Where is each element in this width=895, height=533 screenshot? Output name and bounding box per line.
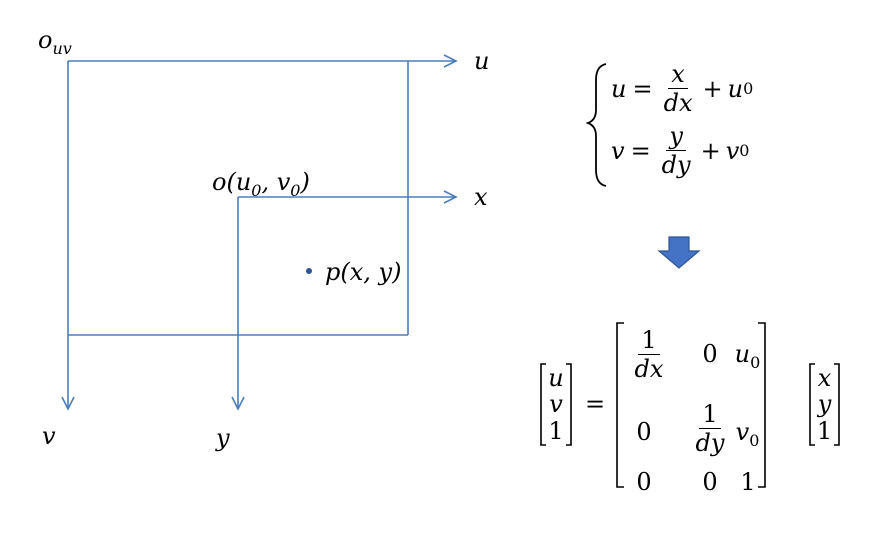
origin-xy-sub0: 0 [251, 181, 262, 200]
u-axis-arrowhead [443, 54, 458, 68]
eq-v-plus: + [700, 136, 721, 165]
origin-xy-mid: , v [261, 168, 291, 196]
m-r1c3: u0 [730, 342, 765, 371]
eq-v-lhs: v [611, 136, 625, 165]
matrix-bracket-left [616, 322, 624, 488]
eq-u-num: x [668, 62, 688, 89]
origin-xy-sub1: 0 [290, 181, 301, 200]
eq-u-u0: u [727, 74, 744, 103]
eq-u-equals: = [632, 74, 653, 103]
lhs-bracket-left [540, 363, 546, 446]
matrix-bracket-right [758, 322, 766, 488]
x-axis-label: x [474, 183, 488, 211]
lhs-1: 1 [548, 417, 564, 445]
m-r2c1: 0 [636, 418, 652, 446]
rhs-x: x [817, 364, 832, 392]
m-r1c1-num: 1 [638, 328, 660, 355]
rhs-bracket-left [809, 363, 815, 446]
m-r2c3-sub: 0 [749, 431, 760, 450]
v-axis-arrowhead [61, 396, 75, 411]
m-r3c1: 0 [636, 468, 652, 496]
system-brace [585, 63, 607, 187]
eq-u-u0-sub: 0 [743, 78, 754, 98]
down-arrow-icon [657, 236, 701, 269]
m-r2c2-den: dy [695, 429, 725, 457]
m-r2c3-base: v [735, 418, 750, 446]
lhs-u: u [548, 364, 564, 392]
x-axis-arrowhead [443, 190, 458, 204]
eq-u-lhs: u [611, 74, 627, 103]
origin-xy-label: o(u0, v0) [212, 170, 310, 199]
rhs-1: 1 [816, 417, 833, 445]
y-axis-label: y [216, 424, 230, 452]
lhs-bracket-right [566, 363, 572, 446]
m-r2c2-num: 1 [699, 402, 721, 429]
m-r3c2: 0 [702, 468, 718, 496]
m-r1c1-den: dx [634, 355, 664, 383]
u-axis-label: u [474, 47, 490, 75]
m-r2c3: v0 [730, 420, 765, 449]
origin-uv-base: o [38, 26, 53, 54]
origin-uv-sub: uv [52, 39, 72, 58]
eq-u-plus: + [702, 74, 723, 103]
eq-u-den: dx [663, 89, 693, 117]
origin-xy-end: ) [300, 168, 310, 196]
origin-xy-o: o(u [212, 168, 252, 196]
point-p-label: p(x, y) [325, 258, 402, 286]
origin-uv-label: ouv [38, 28, 72, 57]
matrix-equals: = [584, 390, 606, 418]
y-axis-arrowhead [231, 396, 245, 411]
eq-u-fraction: x dx [661, 62, 696, 115]
rhs-y: y [817, 390, 832, 418]
m-r1c3-sub: 0 [750, 353, 761, 372]
eq-v-den: dy [661, 151, 691, 179]
rhs-bracket-right [834, 363, 840, 446]
point-p-dot [306, 268, 312, 274]
m-r1c3-base: u [734, 340, 751, 368]
lhs-v: v [549, 390, 563, 418]
eq-v-v0-sub: 0 [739, 140, 750, 160]
eq-v-v0: v [725, 136, 740, 165]
v-axis-label: v [42, 422, 56, 450]
eq-v-equals: = [630, 136, 651, 165]
eq-v-num: y [666, 124, 686, 151]
eq-v-fraction: y dy [659, 124, 694, 177]
m-r3c3: 1 [740, 468, 756, 496]
m-r1c2: 0 [702, 340, 718, 368]
